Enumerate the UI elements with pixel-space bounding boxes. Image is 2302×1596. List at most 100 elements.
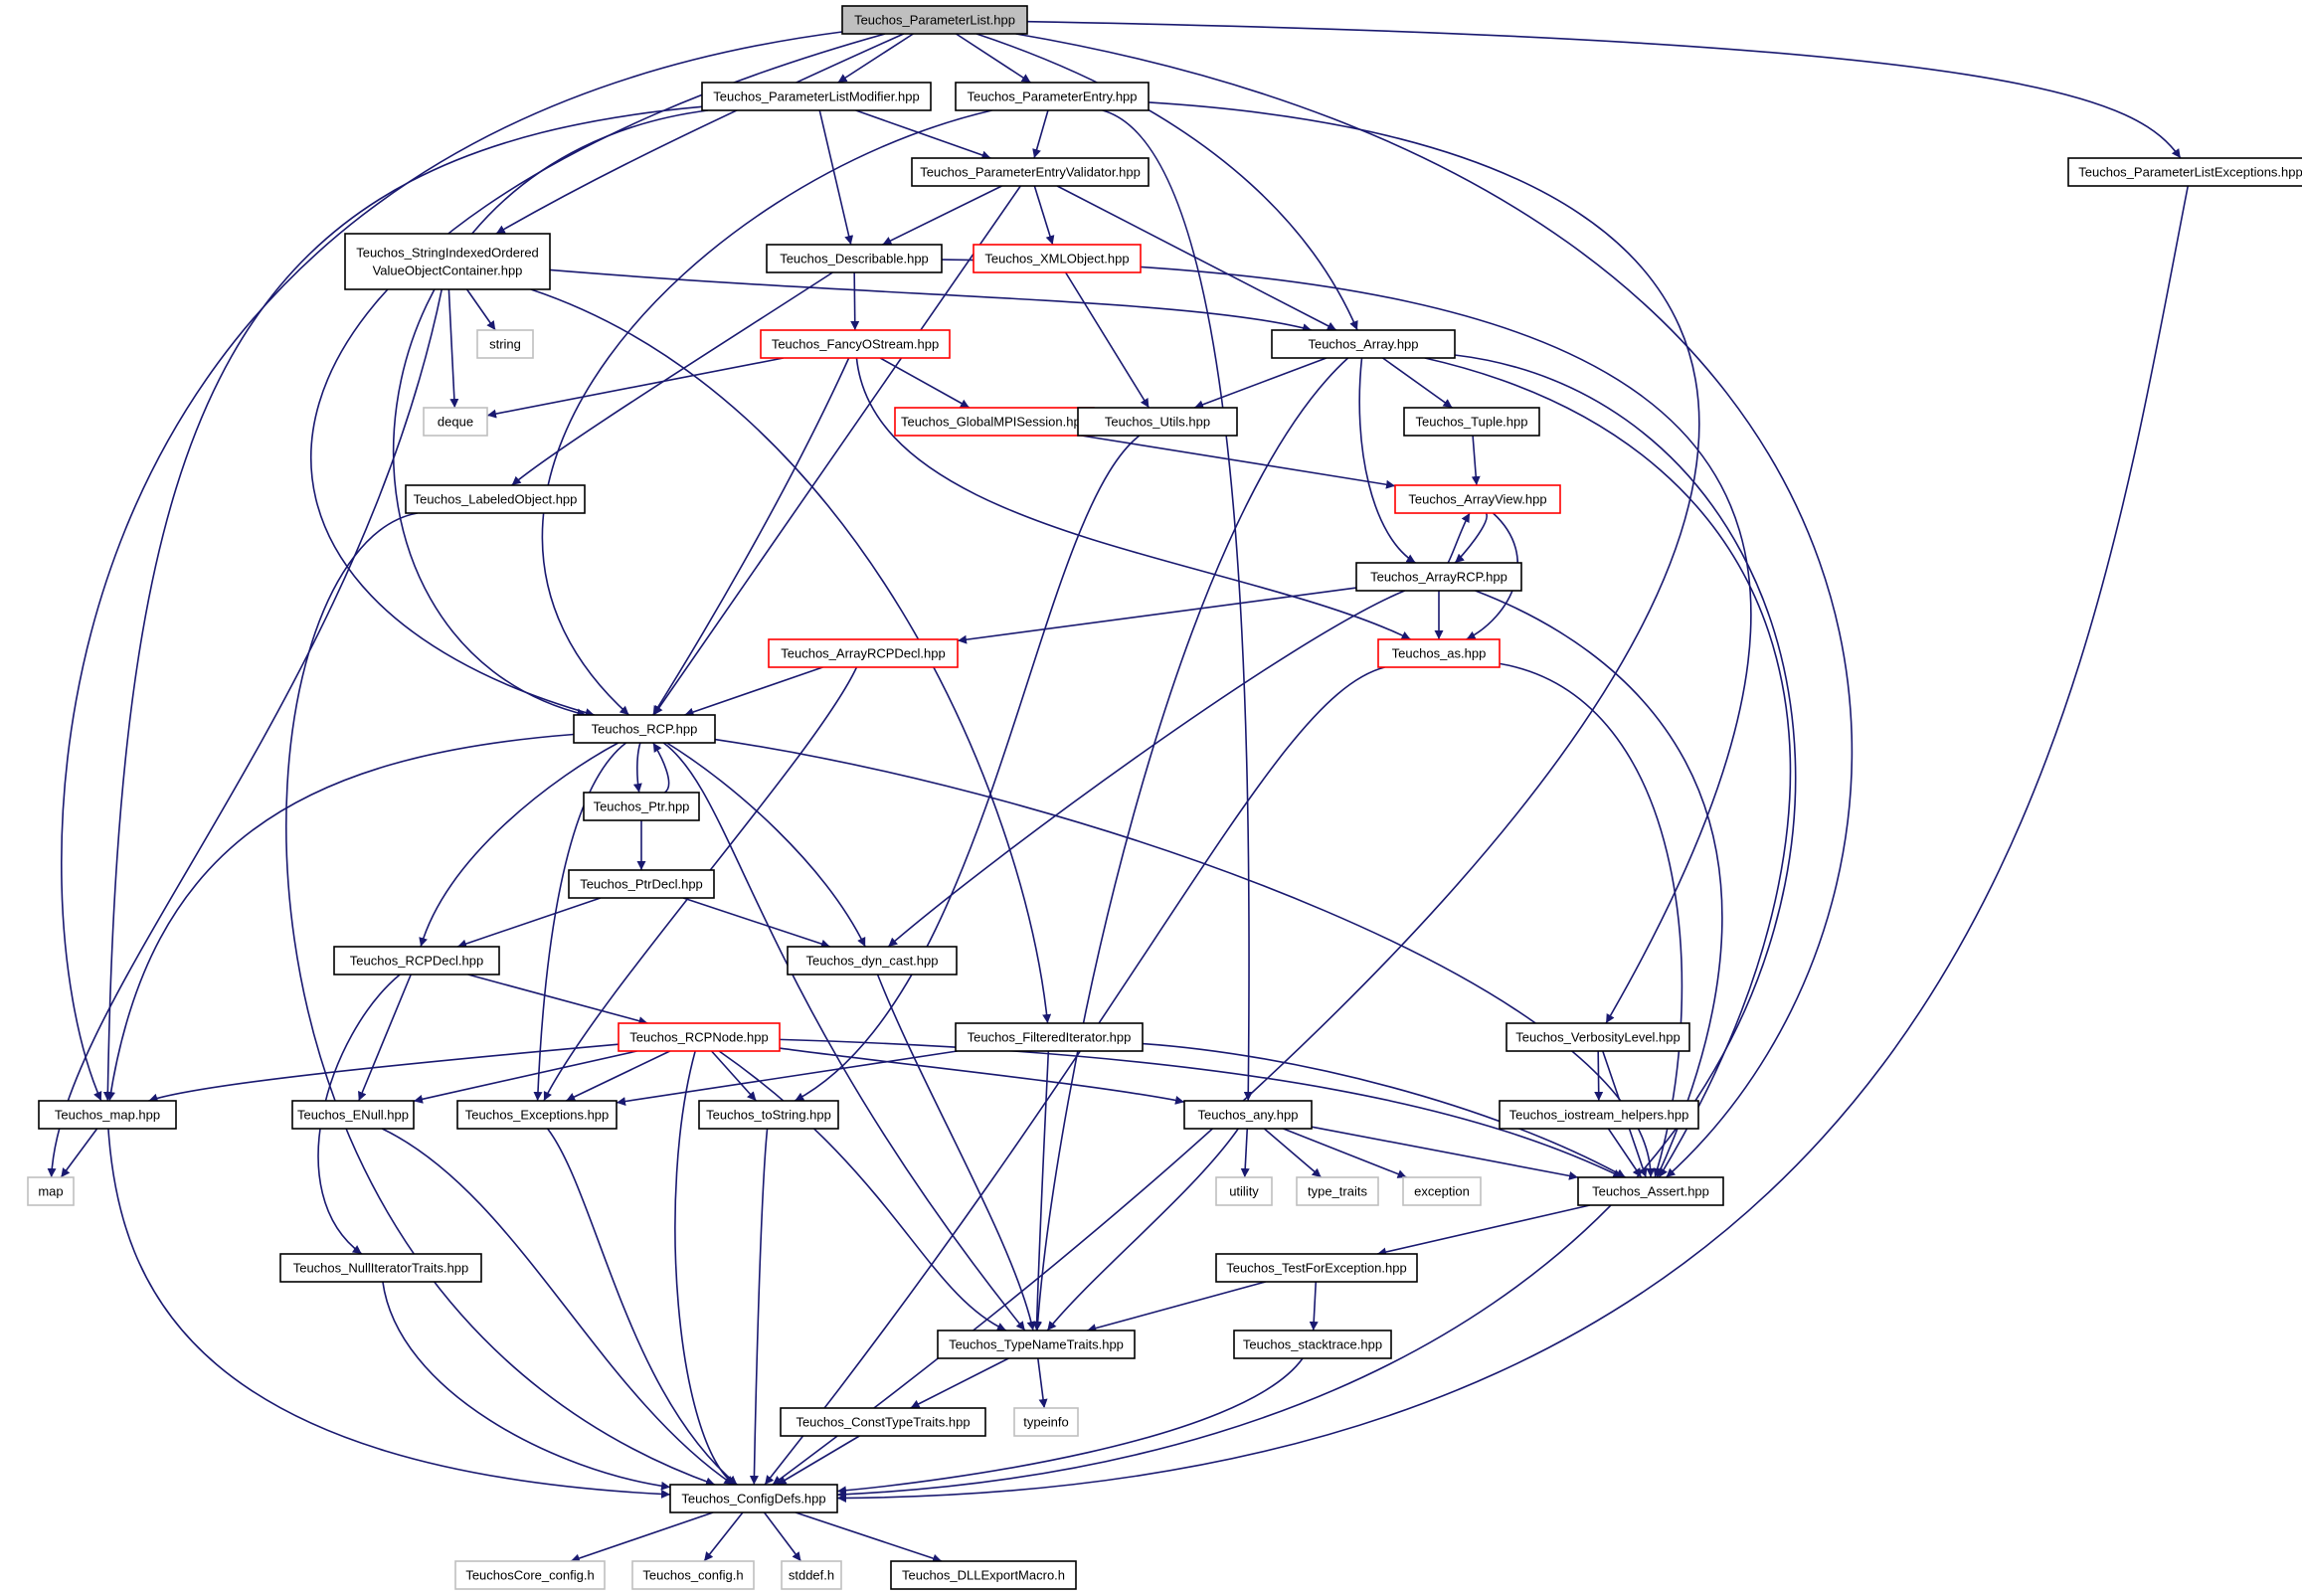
node-deque[interactable]: deque xyxy=(423,407,488,437)
edge-pev-to-rcp xyxy=(653,185,1021,716)
edge-plmod-to-pev xyxy=(855,109,991,160)
node-rcp[interactable]: Teuchos_RCP.hpp xyxy=(573,714,716,744)
node-assert[interactable]: Teuchos_Assert.hpp xyxy=(1577,1176,1724,1206)
node-any[interactable]: Teuchos_any.hpp xyxy=(1183,1100,1313,1130)
node-label-tostring: Teuchos_toString.hpp xyxy=(706,1108,831,1123)
edge-paramlist-to-map_hpp xyxy=(61,31,843,1102)
node-box-stacktrace xyxy=(1233,1330,1392,1359)
node-label-string: string xyxy=(489,337,521,352)
node-box-utility xyxy=(1215,1176,1273,1206)
node-label-map: map xyxy=(38,1184,63,1199)
edge-pev-to-xmlobj xyxy=(1033,185,1055,246)
node-box-stddef xyxy=(781,1560,842,1590)
node-consttype[interactable]: Teuchos_ConstTypeTraits.hpp xyxy=(780,1407,986,1437)
node-box-filtered xyxy=(955,1022,1144,1052)
node-corecfg[interactable]: TeuchosCore_config.h xyxy=(454,1560,606,1590)
node-pev[interactable]: Teuchos_ParameterEntryValidator.hpp xyxy=(911,157,1150,187)
node-configdefs[interactable]: Teuchos_ConfigDefs.hpp xyxy=(669,1484,838,1513)
node-box-xmlobj xyxy=(973,244,1142,273)
edge-ptr-to-rcp xyxy=(652,742,670,794)
edge-configdefs-to-dll xyxy=(795,1511,943,1563)
edge-paramlist-to-assert xyxy=(1015,33,1854,1178)
edge-configdefs-to-stddef xyxy=(763,1511,802,1562)
edge-array-to-assert xyxy=(1424,357,1792,1178)
node-label-filtered: Teuchos_FilteredIterator.hpp xyxy=(968,1030,1132,1045)
node-descr[interactable]: Teuchos_Describable.hpp xyxy=(766,244,943,273)
node-label-ptr: Teuchos_Ptr.hpp xyxy=(594,799,690,814)
node-box-dll xyxy=(890,1560,1077,1590)
node-label-descr: Teuchos_Describable.hpp xyxy=(780,252,929,266)
node-xmlobj[interactable]: Teuchos_XMLObject.hpp xyxy=(973,244,1142,273)
edge-fancy-to-rcp xyxy=(652,357,850,716)
node-box-tuple xyxy=(1403,407,1540,437)
node-tuple[interactable]: Teuchos_Tuple.hpp xyxy=(1403,407,1540,437)
node-testfor[interactable]: Teuchos_TestForException.hpp xyxy=(1215,1253,1418,1283)
node-exceptions[interactable]: Teuchos_Exceptions.hpp xyxy=(456,1100,618,1130)
node-enull[interactable]: Teuchos_ENull.hpp xyxy=(291,1100,415,1130)
node-utility[interactable]: utility xyxy=(1215,1176,1273,1206)
node-label-sioc: ValueObjectContainer.hpp xyxy=(373,264,523,278)
edge-filtered-to-exceptions xyxy=(616,1050,958,1106)
node-map[interactable]: map xyxy=(27,1176,75,1206)
node-box-pentry xyxy=(955,82,1150,111)
node-dll[interactable]: Teuchos_DLLExportMacro.h xyxy=(890,1560,1077,1590)
node-box-plmod xyxy=(701,82,932,111)
edge-paramlist-to-pentry xyxy=(956,33,1031,84)
node-box-deque xyxy=(423,407,488,437)
node-fancy[interactable]: Teuchos_FancyOStream.hpp xyxy=(760,329,951,359)
node-box-sioc xyxy=(344,233,551,290)
node-paramlist[interactable]: Teuchos_ParameterList.hpp xyxy=(841,5,1028,35)
edge-plmod-to-map_hpp xyxy=(102,105,703,1102)
node-label-map_hpp: Teuchos_map.hpp xyxy=(55,1108,160,1123)
edge-as-to-assert xyxy=(1499,662,1683,1178)
node-tcfg[interactable]: Teuchos_config.h xyxy=(631,1560,755,1590)
node-arrayview[interactable]: Teuchos_ArrayView.hpp xyxy=(1394,484,1561,514)
node-typeinfo[interactable]: typeinfo xyxy=(1013,1407,1079,1437)
node-box-configdefs xyxy=(669,1484,838,1513)
node-box-verbosity xyxy=(1505,1022,1690,1052)
node-box-ptr xyxy=(583,792,700,821)
node-utils[interactable]: Teuchos_Utils.hpp xyxy=(1077,407,1238,437)
node-iostream[interactable]: Teuchos_iostream_helpers.hpp xyxy=(1499,1100,1699,1130)
edge-descr-to-fancy xyxy=(850,271,860,331)
node-tostring[interactable]: Teuchos_toString.hpp xyxy=(698,1100,839,1130)
node-labeled[interactable]: Teuchos_LabeledObject.hpp xyxy=(405,484,586,514)
node-gmpi[interactable]: Teuchos_GlobalMPISession.hpp xyxy=(894,407,1095,437)
node-typename[interactable]: Teuchos_TypeNameTraits.hpp xyxy=(937,1330,1136,1359)
node-sioc[interactable]: Teuchos_StringIndexedOrderedValueObjectC… xyxy=(344,233,551,290)
node-plexc[interactable]: Teuchos_ParameterListExceptions.hpp xyxy=(2067,157,2302,187)
node-filtered[interactable]: Teuchos_FilteredIterator.hpp xyxy=(955,1022,1144,1052)
node-ptr[interactable]: Teuchos_Ptr.hpp xyxy=(583,792,700,821)
node-pentry[interactable]: Teuchos_ParameterEntry.hpp xyxy=(955,82,1150,111)
node-stacktrace[interactable]: Teuchos_stacktrace.hpp xyxy=(1233,1330,1392,1359)
node-verbosity[interactable]: Teuchos_VerbosityLevel.hpp xyxy=(1505,1022,1690,1052)
node-rcpnode[interactable]: Teuchos_RCPNode.hpp xyxy=(618,1022,781,1052)
node-arcpdecl[interactable]: Teuchos_ArrayRCPDecl.hpp xyxy=(768,638,959,668)
node-string[interactable]: string xyxy=(476,329,534,359)
node-box-arrayview xyxy=(1394,484,1561,514)
node-arrayrcp[interactable]: Teuchos_ArrayRCP.hpp xyxy=(1355,562,1522,592)
node-stddef[interactable]: stddef.h xyxy=(781,1560,842,1590)
node-nulliter[interactable]: Teuchos_NullIteratorTraits.hpp xyxy=(279,1253,482,1283)
node-ptrdecl[interactable]: Teuchos_PtrDecl.hpp xyxy=(568,869,715,899)
node-exception[interactable]: exception xyxy=(1402,1176,1482,1206)
node-label-fancy: Teuchos_FancyOStream.hpp xyxy=(772,337,939,352)
node-box-enull xyxy=(291,1100,415,1130)
node-label-configdefs: Teuchos_ConfigDefs.hpp xyxy=(681,1492,825,1507)
node-box-any xyxy=(1183,1100,1313,1130)
node-label-pev: Teuchos_ParameterEntryValidator.hpp xyxy=(920,165,1141,180)
edge-ptrdecl-to-rcpdecl xyxy=(456,897,602,949)
edge-paramlist-to-rcp xyxy=(310,33,886,717)
node-label-consttype: Teuchos_ConstTypeTraits.hpp xyxy=(796,1415,970,1430)
edge-sioc-to-map xyxy=(47,288,443,1178)
edge-pentry-to-any xyxy=(1102,109,1253,1102)
node-rcpdecl[interactable]: Teuchos_RCPDecl.hpp xyxy=(333,946,500,975)
node-plmod[interactable]: Teuchos_ParameterListModifier.hpp xyxy=(701,82,932,111)
node-as[interactable]: Teuchos_as.hpp xyxy=(1377,638,1501,668)
node-dyncast[interactable]: Teuchos_dyn_cast.hpp xyxy=(787,946,958,975)
node-typetraits[interactable]: type_traits xyxy=(1296,1176,1379,1206)
edge-rcp-to-rcpdecl xyxy=(419,742,620,948)
edge-any-to-typetraits xyxy=(1263,1128,1323,1178)
node-map_hpp[interactable]: Teuchos_map.hpp xyxy=(38,1100,177,1130)
node-array[interactable]: Teuchos_Array.hpp xyxy=(1271,329,1456,359)
